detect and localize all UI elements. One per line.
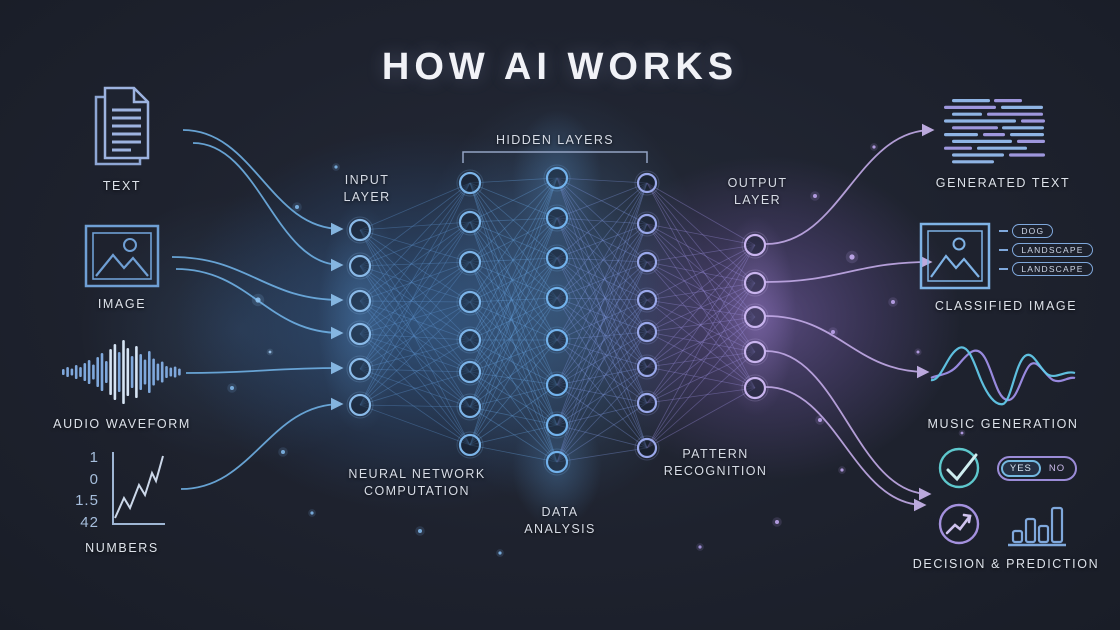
classification-tags: DOG LANDSCAPE LANDSCAPE: [999, 224, 1093, 276]
output-item-decision: YES NO DECISION & PREDICTION: [913, 444, 1098, 571]
network-nodes: [346, 164, 769, 476]
hidden-layers-label: HIDDEN LAYERS: [496, 133, 614, 147]
output-label-music: MUSIC GENERATION: [927, 417, 1079, 431]
flow-arrows: [171, 123, 935, 512]
output-item-music: MUSIC GENERATION: [918, 336, 1088, 431]
classified-image-icon: [920, 222, 991, 290]
tag-landscape: LANDSCAPE: [1012, 243, 1093, 257]
output-layer-label: OUTPUT LAYER: [727, 176, 788, 207]
input-label-audio: AUDIO WAVEFORM: [53, 417, 191, 431]
decision-icons: YES NO: [935, 444, 1078, 548]
output-label-generated-text: GENERATED TEXT: [935, 176, 1071, 190]
digit: 1.5: [75, 492, 99, 510]
input-item-text: TEXT: [47, 84, 197, 193]
input-label-image: IMAGE: [97, 297, 147, 311]
document-icon: [94, 86, 150, 166]
input-item-audio: AUDIO WAVEFORM: [42, 336, 202, 431]
network-edges: [359, 177, 756, 463]
bar-chart-icon: [1007, 506, 1066, 547]
waveform-icon: [62, 340, 181, 404]
tag-dog: DOG: [1012, 224, 1054, 238]
output-label-classified-image: CLASSIFIED IMAGE: [934, 299, 1078, 313]
trend-circle-icon: [938, 503, 980, 545]
yes-chip: YES: [1000, 459, 1041, 477]
input-item-numbers: 1 0 1.5 42 NUMBERS: [47, 448, 197, 555]
input-label-text: TEXT: [102, 179, 142, 193]
output-item-generated-text: GENERATED TEXT: [918, 97, 1088, 190]
input-label-numbers: NUMBERS: [85, 541, 159, 555]
no-chip: NO: [1048, 462, 1066, 474]
sound-waves-icon: [930, 346, 1076, 406]
data-analysis-label: DATA ANALYSIS: [524, 505, 596, 536]
hidden-layers-bracket: [462, 151, 648, 163]
tag-connector: [999, 230, 1009, 232]
digit: 1: [89, 449, 99, 466]
image-icon: [84, 224, 160, 288]
digit: 0: [89, 470, 99, 488]
output-item-classified-image: DOG LANDSCAPE LANDSCAPE CLASSIFIED IMAGE: [918, 222, 1094, 313]
input-item-image: IMAGE: [47, 224, 197, 311]
computation-label: NEURAL NETWORK COMPUTATION: [348, 467, 486, 498]
yes-no-toggle-icon: YES NO: [996, 455, 1078, 481]
glow-particles: [227, 143, 966, 557]
output-label-decision: DECISION & PREDICTION: [912, 557, 1100, 571]
tag-landscape: LANDSCAPE: [1012, 262, 1093, 276]
numbers-chart-icon: 1 0 1.5 42: [75, 448, 169, 532]
digit: 42: [80, 513, 99, 531]
digits-column: 1 0 1.5 42: [75, 448, 99, 530]
tag-connector: [999, 268, 1009, 270]
glow-layer: [80, 90, 960, 528]
text-lines-icon: [944, 99, 1045, 164]
page-title: HOW AI WORKS: [381, 46, 739, 88]
pattern-recognition-label: PATTERN RECOGNITION: [663, 447, 768, 478]
tag-connector: [999, 249, 1009, 251]
input-layer-label: INPUT LAYER: [343, 173, 391, 204]
check-circle-icon: [938, 447, 980, 489]
line-chart-icon: [111, 452, 165, 525]
